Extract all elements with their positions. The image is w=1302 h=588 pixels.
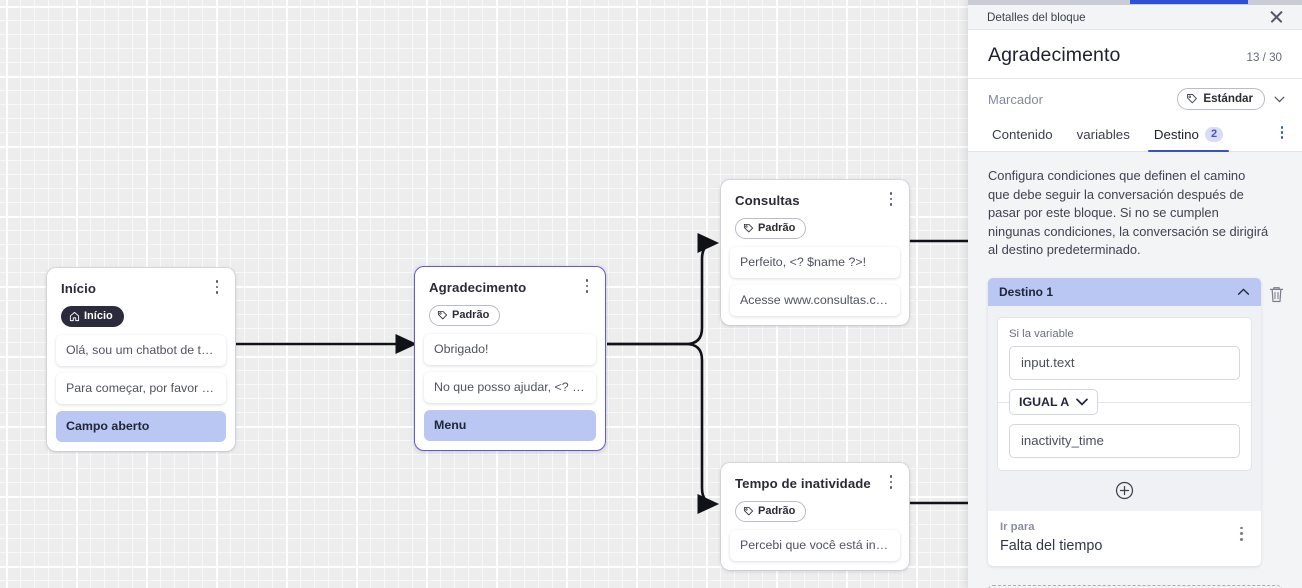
destination-description: Configura condiciones que definen el cam… [988,168,1269,257]
tab-label: Contenido [992,127,1053,142]
node-menu-button[interactable] [883,192,899,210]
home-icon [69,311,80,322]
operator-row: IGUAL A [998,388,1251,415]
panel-content: Configura condiciones que definen el cam… [968,152,1302,588]
tag-icon [743,506,754,516]
destination-header[interactable]: Destino 1 [988,277,1261,306]
flow-node-tempo-de-inatividade[interactable]: Tempo de inatividade Padrão Percebi que … [721,463,909,570]
condition-label: Si la variable [1009,327,1074,340]
node-message[interactable]: Acesse www.consultas.com par... [730,285,900,316]
tab-contenido[interactable]: Contenido [980,127,1065,151]
flow-canvas[interactable]: Início Início Olá, sou um chatbot de tes… [0,0,968,588]
node-body: Percebi que você está inativo. C... [721,522,909,561]
node-body: Obrigado! No que posso ajudar, <? $name … [415,326,605,441]
page-title: Agradecimento [988,44,1121,66]
tag-icon [1187,94,1198,104]
condition-card: Si la variable input.text IGUAL A inacti… [997,316,1252,471]
block-details-panel: Detalles del bloque Agradecimento 13 / 3… [968,0,1302,588]
chevron-down-icon[interactable] [1274,96,1285,103]
node-message[interactable]: Para começar, por favor digite o ... [56,373,226,404]
plus-circle-icon[interactable] [1115,481,1134,500]
close-icon[interactable] [1268,8,1285,25]
destination-block: Destino 1 Si la variable input.text IGUA… [988,277,1285,566]
node-body: Perfeito, <? $name ?>! Acesse www.consul… [721,239,909,316]
node-tag-label: Padrão [452,309,490,321]
variable-field[interactable]: input.text [1009,345,1240,380]
goto-menu-button[interactable] [1234,526,1249,544]
char-counter: 13 / 30 [1246,51,1282,64]
node-title: Agradecimento [429,280,527,295]
marcador-label: Marcador [988,91,1043,107]
tab-label: variables [1076,127,1130,142]
node-title: Início [61,281,97,296]
flow-connectors [236,232,968,515]
marcador-chip[interactable]: Estándar [1177,88,1265,110]
tab-variables[interactable]: variables [1065,127,1142,151]
flow-node-inicio[interactable]: Início Início Olá, sou um chatbot de tes… [47,268,235,451]
node-header: Tempo de inatividade Padrão [721,463,909,522]
add-condition-row [988,471,1261,511]
node-tag[interactable]: Padrão [735,501,807,522]
compare-value-field[interactable]: inactivity_time [1009,423,1240,458]
tab-destino[interactable]: Destino 2 [1142,127,1235,153]
destination-card: Destino 1 Si la variable input.text IGUA… [988,277,1261,566]
flow-node-consultas[interactable]: Consultas Padrão Perfeito, <? $name ?>! … [721,180,909,325]
scrollbar-thumb[interactable] [1130,0,1248,4]
node-body: Olá, sou um chatbot de teste! Para começ… [47,327,235,442]
node-menu-button[interactable] [883,475,899,493]
node-title: Consultas [735,193,800,208]
tag-icon [437,310,448,320]
node-tag[interactable]: Padrão [429,305,501,326]
node-header: Início Início [47,268,235,327]
node-message[interactable]: No que posso ajudar, <? $name ... [424,372,596,403]
panel-titlebar: Detalles del bloque [968,0,1302,30]
block-title-row: Agradecimento 13 / 30 [968,30,1302,79]
node-tag-label: Padrão [758,505,796,517]
node-header: Agradecimento Padrão [415,267,605,326]
tab-label: Destino [1153,127,1199,142]
goto-texts: Ir para Falta del tiempo [1000,520,1102,555]
node-tag-label: Início [84,310,113,322]
node-input-type[interactable]: Menu [424,410,596,441]
more-vertical-icon[interactable] [1275,126,1289,142]
node-input-type[interactable]: Campo aberto [56,411,226,442]
panel-tabs: Contenido variables Destino 2 [968,119,1302,153]
goto-value: Falta del tiempo [1000,537,1103,554]
add-destination-button[interactable]: Agregar destino [988,584,1282,588]
node-message[interactable]: Perfeito, <? $name ?>! [730,247,900,278]
node-menu-button[interactable] [579,279,595,297]
horizontal-scrollbar[interactable] [968,0,1302,5]
goto-label: Ir para [1000,520,1035,533]
chevron-up-icon[interactable] [1237,287,1250,296]
operator-label: IGUAL A [1019,394,1070,409]
node-menu-button[interactable] [209,280,225,298]
node-title: Tempo de inatividade [735,476,871,491]
goto-section[interactable]: Ir para Falta del tiempo [988,510,1261,566]
node-message[interactable]: Obrigado! [424,334,596,365]
tab-badge: 2 [1204,127,1224,142]
trash-icon[interactable] [1268,285,1285,304]
chevron-down-icon [1076,398,1089,406]
tag-icon [743,223,754,233]
node-tag-label: Padrão [758,222,796,234]
node-header: Consultas Padrão [721,180,909,239]
panel-titlebar-label: Detalles del bloque [987,10,1086,24]
node-tag[interactable]: Padrão [735,218,807,239]
marcador-chip-label: Estándar [1203,92,1253,105]
node-message[interactable]: Percebi que você está inativo. C... [730,530,900,561]
flow-node-agradecimento[interactable]: Agradecimento Padrão Obrigado! No que po… [414,266,606,451]
destination-header-label: Destino 1 [999,284,1054,299]
node-message[interactable]: Olá, sou um chatbot de teste! [56,335,226,366]
operator-select[interactable]: IGUAL A [1009,388,1099,415]
node-tag[interactable]: Início [61,306,124,327]
marcador-row: Marcador Estándar [968,79,1302,119]
panel-header-section: Agradecimento 13 / 30 Marcador Estándar [968,30,1302,153]
marcador-control: Estándar [1177,88,1285,110]
